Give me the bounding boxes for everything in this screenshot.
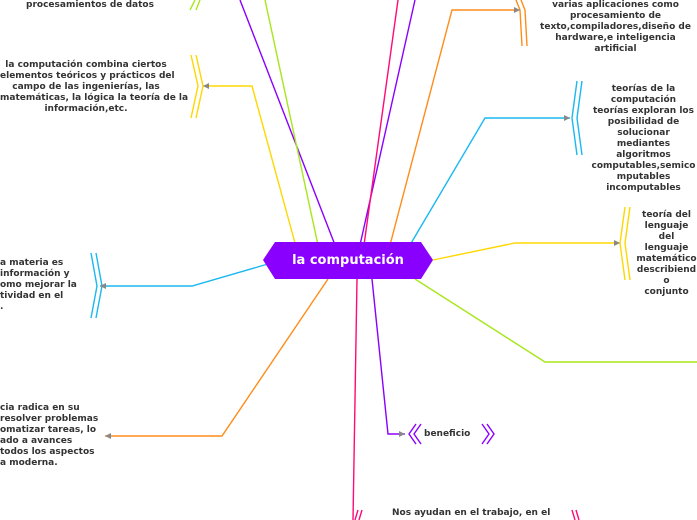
- center-node-label: la computación: [292, 253, 404, 268]
- connector-purple-top-right: [359, 0, 416, 246]
- topic-line: teorías exploran los: [593, 106, 694, 116]
- connector-lime-right: [414, 278, 697, 363]
- topic-line: .: [0, 302, 4, 312]
- topic-line: del lenguaje: [644, 232, 689, 253]
- topic-line: matemáticas, la lógica la teoría de la: [0, 93, 189, 103]
- topic-teorias[interactable]: teorías de la computación teorías explor…: [590, 84, 697, 194]
- topic-line: teorías de la computación: [610, 84, 677, 105]
- topic-line: todos los aspectos: [0, 447, 95, 457]
- topic-importancia[interactable]: cia radica en su resolver problemas omat…: [0, 403, 98, 469]
- connector-blue-left: [100, 263, 269, 287]
- topic-line: resolver problemas: [0, 414, 99, 424]
- connector-yellow-left: [203, 85, 296, 244]
- topic-line: tividad en el: [0, 291, 64, 301]
- connector-blue-right: [409, 117, 570, 246]
- center-node-shape: [263, 242, 433, 279]
- topic-line: posibilidad de solucionar: [607, 117, 680, 138]
- topic-line: información y: [0, 269, 70, 279]
- topic-line: teoría del lenguaje: [642, 210, 691, 231]
- topic-procesamientos[interactable]: procesamientos de datos: [10, 0, 170, 11]
- topic-line: describiendo: [636, 265, 697, 286]
- connector-pink-down: [352, 278, 358, 520]
- topic-line: elementos teóricos y prácticos del: [0, 71, 175, 81]
- connector-orange-left: [105, 278, 329, 437]
- topic-line: texto,compiladores,diseño de: [540, 22, 691, 32]
- topic-line: cia radica en su: [0, 403, 80, 413]
- connector-purple-down: [371, 278, 405, 435]
- topic-line: matemático: [636, 254, 697, 264]
- topic-line: Nos ayudan en el trabajo, en el: [392, 508, 551, 518]
- bracket-icon: [354, 509, 580, 520]
- bracket-icon: [571, 80, 583, 156]
- topic-aplicaciones[interactable]: varias aplicaciones como procesamiento d…: [534, 0, 697, 55]
- topic-line: a moderna.: [0, 458, 58, 468]
- topic-line: campo de las ingenierías, las: [12, 82, 160, 92]
- connector-yellow-right: [432, 242, 620, 261]
- topic-line: ado a avances: [0, 436, 73, 446]
- topic-line: omatizar tareas, lo: [0, 425, 97, 435]
- topic-line: computables,semicomputables: [591, 161, 696, 182]
- topic-line: la computación combina ciertos: [5, 60, 167, 70]
- bracket-icon: [515, 0, 528, 47]
- topic-beneficio[interactable]: beneficio: [424, 429, 470, 440]
- topic-trabajo[interactable]: Nos ayudan en el trabajo, en el: [392, 508, 550, 519]
- center-node[interactable]: la computación: [263, 242, 433, 279]
- topic-line: beneficio: [424, 429, 471, 439]
- bracket-icon: [189, 0, 201, 11]
- topic-line: conjunto: [644, 287, 689, 297]
- connector-orange-top: [389, 9, 520, 246]
- topic-line: mediantes algoritmos: [616, 139, 671, 160]
- topic-line: varias aplicaciones como: [552, 0, 679, 10]
- topic-combina[interactable]: la computación combina ciertos elementos…: [0, 60, 189, 115]
- topic-line: procesamientos de datos: [26, 0, 154, 10]
- topic-materia[interactable]: a materia es información y omo mejorar l…: [0, 258, 77, 313]
- topic-line: omo mejorar la: [0, 280, 77, 290]
- bracket-icon: [619, 206, 631, 281]
- topic-line: procesamiento de: [569, 11, 662, 21]
- topic-lenguaje[interactable]: teoría del lenguaje del lenguaje matemát…: [636, 210, 697, 298]
- bracket-icon: [408, 423, 495, 445]
- topic-line: a materia es: [0, 258, 64, 268]
- connector-pink-top: [363, 0, 399, 246]
- connector-purple-top: [239, 0, 336, 246]
- connector-lime-top: [264, 0, 319, 246]
- bracket-icon: [190, 54, 204, 119]
- topic-line: incomputables: [606, 183, 681, 193]
- topic-line: hardware,e inteligencia artificial: [555, 33, 676, 54]
- topic-line: información,etc.: [44, 104, 128, 114]
- arrowheads: [100, 7, 620, 439]
